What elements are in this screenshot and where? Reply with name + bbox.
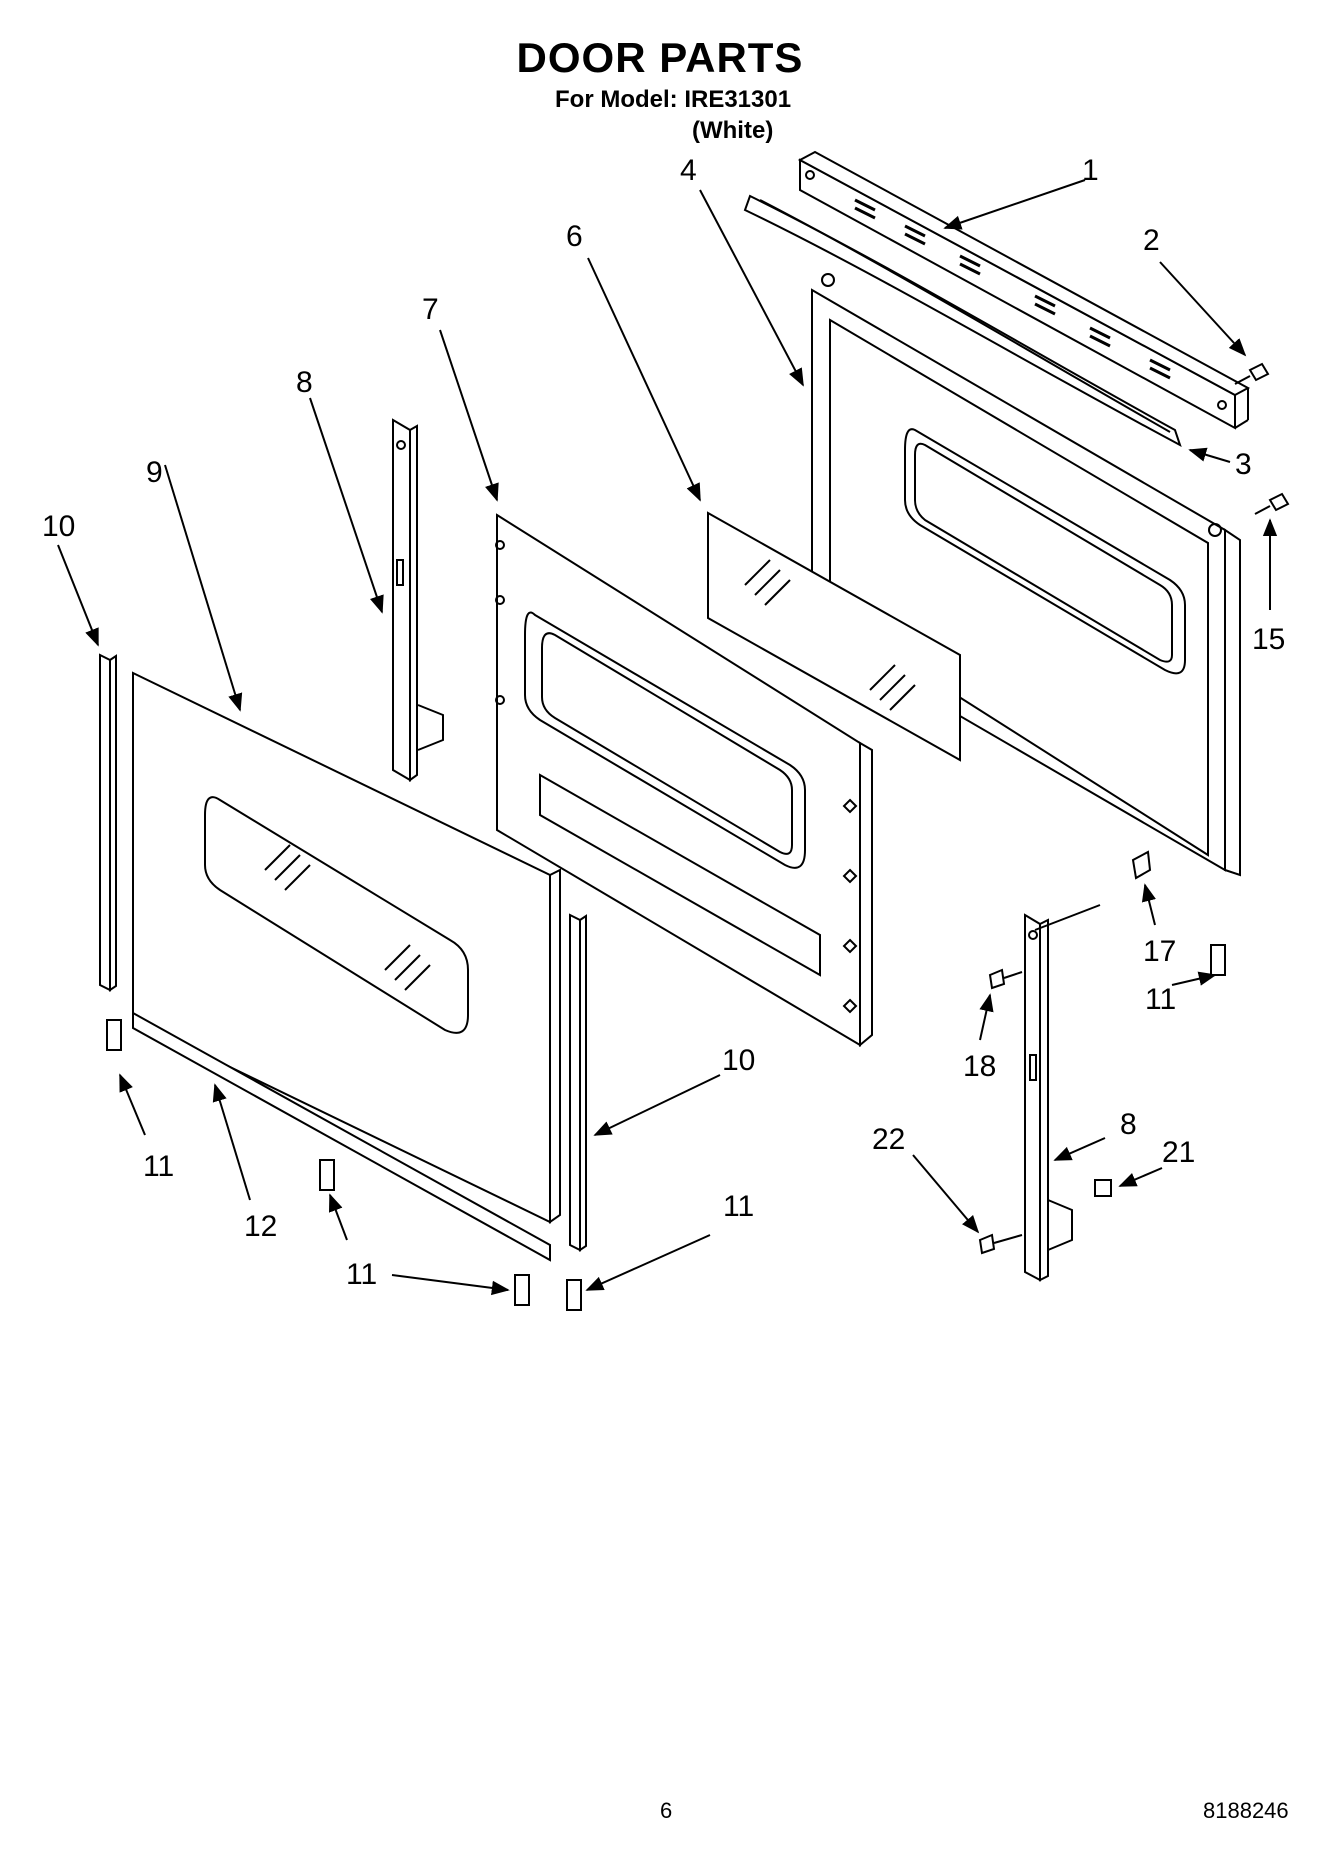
callout-8-right: 8 (1120, 1108, 1137, 1141)
part-side-trim-right (569, 913, 587, 1252)
callout-11-b: 11 (346, 1258, 378, 1291)
callout-21: 21 (1162, 1136, 1196, 1169)
callout-18: 18 (963, 1050, 997, 1083)
part-hinge-right (1024, 913, 1073, 1282)
callout-17: 17 (1143, 935, 1177, 968)
callout-12: 12 (244, 1210, 278, 1243)
callout-10-left: 10 (42, 510, 76, 543)
callout-2: 2 (1143, 224, 1160, 257)
callout-8-left: 8 (296, 366, 313, 399)
part-outer-door (811, 273, 1241, 877)
part-outer-panel (132, 671, 561, 1224)
callout-11-c: 11 (723, 1190, 755, 1223)
part-glass (707, 511, 961, 762)
page-number: 6 (660, 1798, 673, 1823)
callout-10-right: 10 (722, 1044, 756, 1077)
callout-7: 7 (422, 293, 439, 326)
callout-22: 22 (872, 1123, 906, 1156)
part-bottom-trim (132, 1011, 551, 1262)
part-hinge-left (392, 418, 444, 782)
model-line: For Model: IRE31301 (555, 86, 792, 113)
callout-1: 1 (1082, 154, 1099, 187)
page-title: DOOR PARTS (516, 34, 804, 81)
part-vent-trim (797, 150, 1251, 430)
callout-9: 9 (146, 456, 163, 489)
callout-6: 6 (566, 220, 583, 253)
callout-11-a: 11 (143, 1150, 175, 1183)
color-line: (White) (692, 117, 774, 144)
part-side-trim-left (99, 653, 117, 992)
part-handle (743, 194, 1182, 448)
callout-4: 4 (680, 154, 697, 187)
callout-3: 3 (1235, 448, 1252, 481)
part-inner-frame (495, 513, 873, 1048)
callout-11-d: 11 (1145, 983, 1177, 1016)
callout-15: 15 (1252, 623, 1286, 656)
clip-icon (1094, 850, 1152, 1197)
document-number: 8188246 (1203, 1798, 1289, 1823)
screw-icon (106, 362, 1290, 1311)
